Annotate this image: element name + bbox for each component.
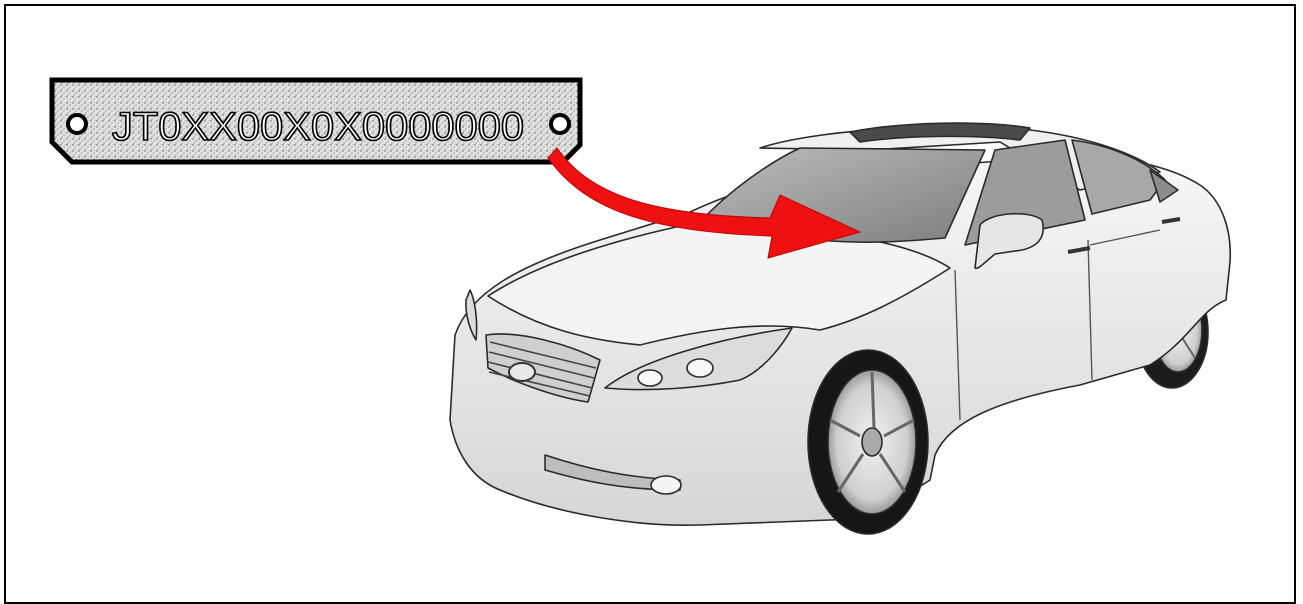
vin-plate: JT0XX00X0X0000000 — [52, 80, 580, 162]
lexus-emblem-icon — [509, 363, 535, 381]
fog-light — [651, 476, 681, 494]
sedan-illustration — [450, 123, 1230, 534]
vin-number-text: JT0XX00X0X0000000 — [112, 105, 524, 149]
rivet-hole-icon — [68, 115, 86, 133]
rivet-hole-icon — [551, 115, 569, 133]
vin-location-diagram: JT0XX00X0X0000000 — [0, 0, 1303, 589]
front-wheel — [808, 350, 928, 534]
